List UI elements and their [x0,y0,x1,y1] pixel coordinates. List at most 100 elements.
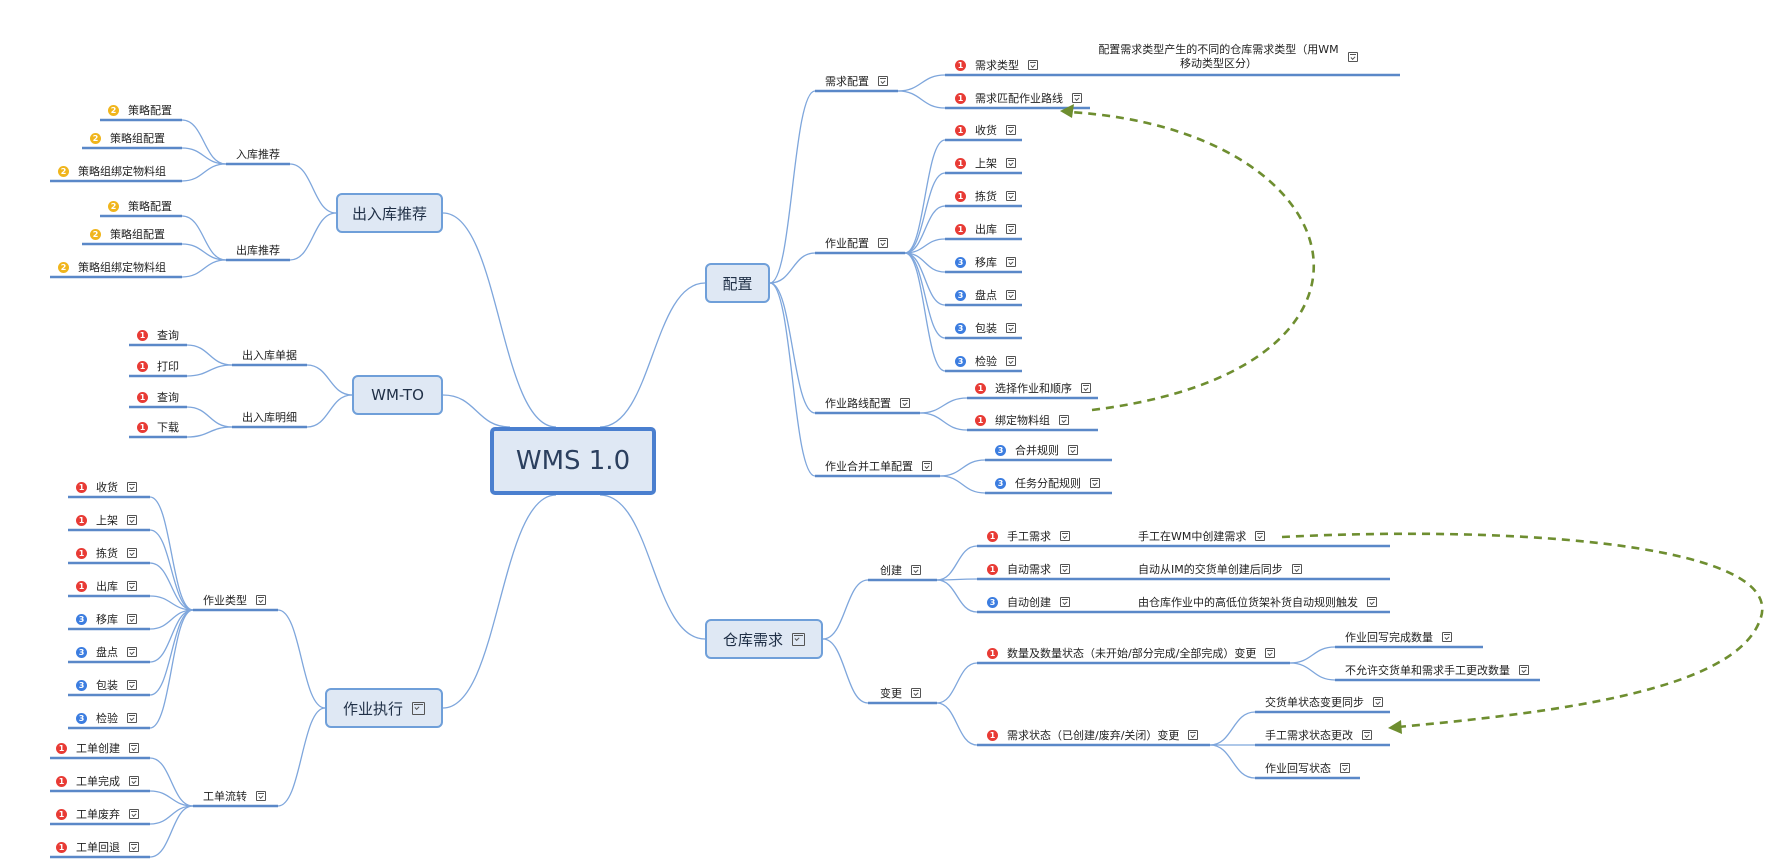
task-icon [127,680,137,690]
task-icon [878,76,888,86]
branch-inout[interactable]: 出入库推荐 [336,193,443,233]
connector-line [186,364,233,377]
demand-change[interactable]: 变更 [880,685,921,701]
status-change-item[interactable]: 交货单状态变更同步 [1265,694,1383,710]
io-details[interactable]: 出入库明细 [242,409,297,425]
inbound-recommend[interactable]: 入库推荐 [236,146,280,162]
task-icon [911,688,921,698]
connector-line [306,364,353,396]
qty-change-item[interactable]: 作业回写完成数量 [1345,629,1452,645]
demand-type-note[interactable]: 配置需求类型产生的不同的仓库需求类型（用WM移动类型区分） [1098,43,1358,71]
branch-exec-label: 作业执行 [342,699,403,718]
operation-types[interactable]: 作业类型 [203,592,266,608]
task-icon [1362,730,1372,740]
task-icon [129,776,139,786]
task-icon [1255,531,1266,541]
create-item-note[interactable]: 手工在WM中创建需求 [1138,528,1266,544]
connector-line [936,702,978,746]
status-change-item[interactable]: 作业回写状态 [1265,760,1350,776]
topic-label: 作业回写完成数量 [1345,631,1433,644]
relation-arrow-manual [1281,532,1764,734]
branch-demand[interactable]: 仓库需求 [705,619,823,659]
branch-inout-label: 出入库推荐 [351,204,427,223]
operation-item[interactable]: 1 收货 [955,122,1016,138]
topic-label: 策略组配置 [110,132,165,145]
status-change-item[interactable]: 手工需求状态更改 [1265,727,1372,743]
connector-line [822,638,869,704]
operation-config[interactable]: 作业配置 [825,235,888,251]
topic-label: 自动需求 [1007,563,1051,576]
branch-wmto[interactable]: WM-TO [352,375,443,415]
topic-label: 上架 [975,157,997,170]
create-item-note[interactable]: 由仓库作业中的高低位货架补货自动规则触发 [1138,594,1377,610]
create-item-note[interactable]: 自动从IM的交货单创建后同步 [1138,561,1302,577]
topic-label: 拣货 [96,547,118,560]
priority-3-icon: 3 [955,355,966,367]
topic-label: 上架 [96,514,118,527]
topic-label: 收货 [975,124,997,137]
priority-3-icon: 3 [987,596,998,608]
branch-config[interactable]: 配置 [705,263,770,303]
task-icon [1006,191,1016,201]
task-icon [1081,383,1091,393]
branch-exec[interactable]: 作业执行 [325,688,443,728]
root-node[interactable]: WMS 1.0 [490,427,656,495]
demand-create[interactable]: 创建 [880,562,921,578]
merge-config[interactable]: 作业合并工单配置 [825,458,932,474]
qty-change-item[interactable]: 不允许交货单和需求手工更改数量 [1345,662,1529,678]
connector-line [442,212,557,428]
topic-label: 数量及数量状态（未开始/部分完成/全部完成）变更 [1007,647,1257,660]
priority-1-icon: 1 [955,124,966,136]
workorder-flow[interactable]: 工单流转 [203,788,266,804]
topic-label: 工单废弃 [76,808,120,821]
priority-1-icon: 1 [987,729,998,741]
connector-line [904,252,946,339]
task-icon [1090,478,1100,488]
demand-config[interactable]: 需求配置 [825,73,888,89]
outbound-recommend[interactable]: 出库推荐 [236,242,280,258]
io-documents[interactable]: 出入库单据 [242,347,297,363]
connector-line [149,562,194,611]
route-config[interactable]: 作业路线配置 [825,395,910,411]
